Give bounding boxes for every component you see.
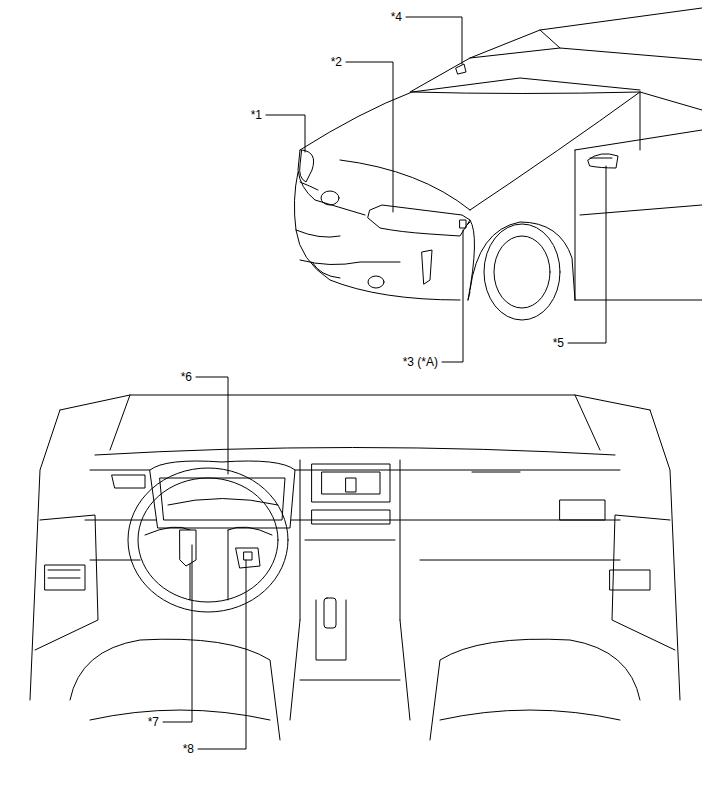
car-exterior: [294, 8, 702, 320]
callout-number: *8: [182, 742, 195, 756]
leader-lines: [163, 17, 606, 749]
callout-number: *5: [552, 336, 565, 350]
callout-number: *7: [147, 715, 160, 729]
callout-number: *4: [390, 10, 403, 24]
car-interior: [30, 395, 680, 740]
callout-number: *1: [250, 108, 263, 122]
callout-number: *6: [180, 370, 193, 384]
callout-number: *3 (*A): [402, 355, 439, 369]
callout-number: *2: [330, 55, 343, 69]
